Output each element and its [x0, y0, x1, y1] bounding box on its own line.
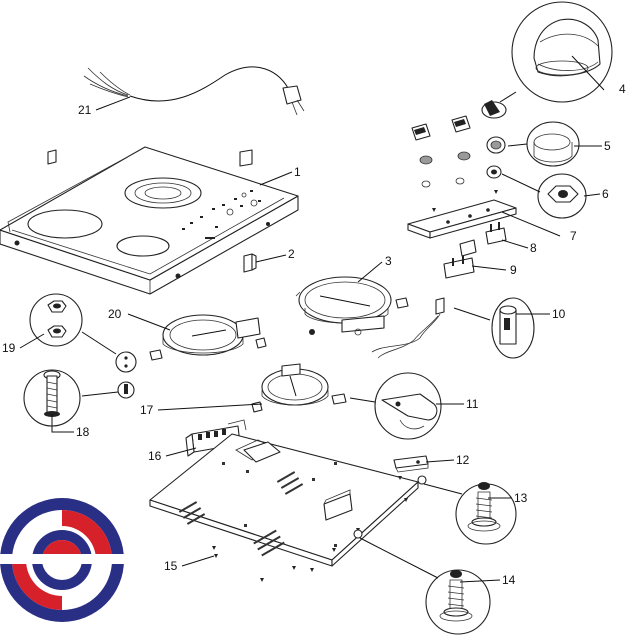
label-part-1: 1	[294, 165, 301, 179]
switch-block	[459, 222, 507, 257]
cooktop-glass-top	[0, 146, 299, 295]
screw-lower	[353, 529, 491, 635]
knob-small	[481, 100, 507, 119]
label-part-6: 6	[602, 187, 609, 201]
screw-upper	[417, 475, 517, 545]
label-part-10: 10	[552, 307, 566, 321]
brand-logo	[0, 498, 124, 622]
switch-block-lower	[443, 256, 475, 279]
label-part-21: 21	[78, 103, 92, 117]
knob-ring	[507, 121, 580, 167]
radiant-element-small	[251, 363, 347, 413]
spring-clip	[349, 372, 442, 440]
bolt	[23, 369, 135, 427]
label-part-3: 3	[385, 254, 392, 268]
label-part-20: 20	[108, 307, 122, 321]
part-labels: 1 2 3 4 5 6 7 8 9 10 11 12 13 14 15 16 1…	[2, 82, 626, 587]
control-nut	[501, 173, 587, 219]
label-part-9: 9	[510, 263, 517, 277]
label-part-4: 4	[619, 82, 626, 96]
power-cord	[83, 66, 305, 116]
label-part-8: 8	[530, 241, 537, 255]
label-part-19: 19	[2, 341, 16, 355]
radiant-element-large	[295, 276, 409, 336]
leader-lines	[19, 55, 605, 583]
label-part-13: 13	[514, 491, 528, 505]
label-part-14: 14	[502, 573, 516, 587]
bracket	[243, 253, 257, 273]
knob-detail-zoom	[499, 1, 613, 103]
label-part-18: 18	[76, 425, 90, 439]
label-part-2: 2	[288, 247, 295, 261]
label-part-5: 5	[604, 139, 611, 153]
label-part-15: 15	[164, 559, 178, 573]
base-plate	[149, 433, 419, 582]
knob-set	[411, 115, 506, 188]
label-part-17: 17	[140, 403, 154, 417]
label-part-16: 16	[148, 449, 162, 463]
label-part-12: 12	[456, 453, 470, 467]
label-part-11: 11	[466, 397, 479, 411]
control-board	[407, 190, 517, 239]
limiter-sensor	[371, 297, 535, 359]
label-part-7: 7	[570, 229, 577, 243]
radiant-element-medium	[149, 314, 267, 361]
nut-group	[29, 293, 137, 373]
latch-bracket	[393, 455, 429, 473]
